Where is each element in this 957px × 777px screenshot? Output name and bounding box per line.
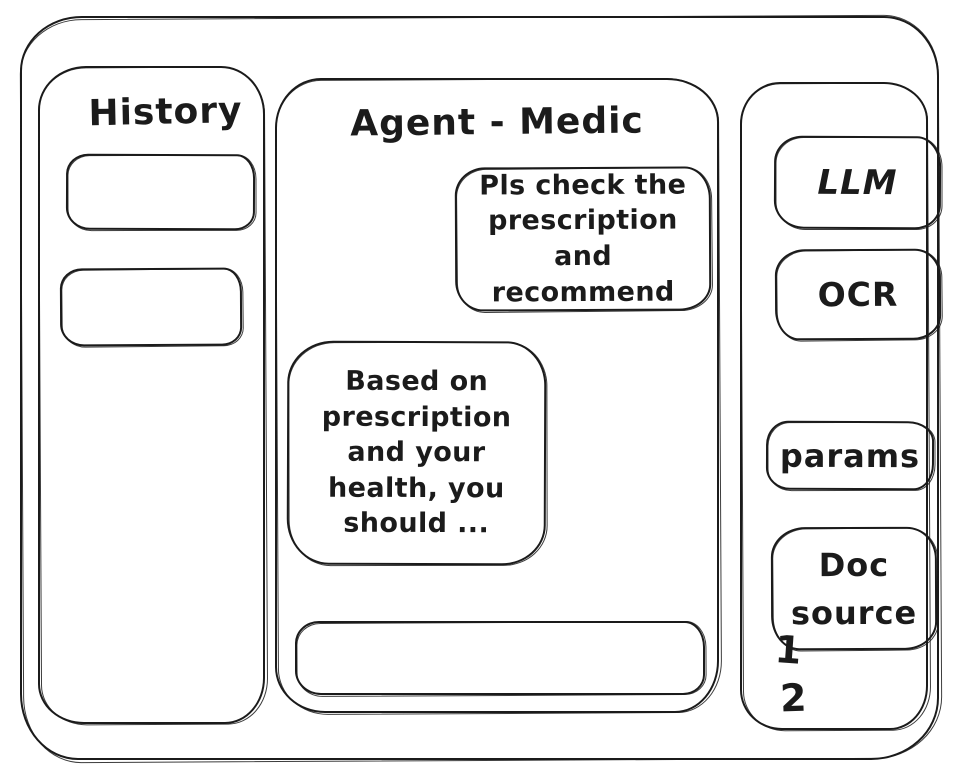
doc-source-item-2[interactable]: 2 xyxy=(779,675,808,721)
llm-button[interactable]: LLM xyxy=(773,135,942,230)
chat-title: Agent - Medic xyxy=(349,100,645,145)
history-item-1[interactable] xyxy=(65,153,256,231)
doc-source-item-1[interactable]: 1 xyxy=(773,627,803,673)
message-input-box[interactable] xyxy=(295,621,705,695)
history-item-2[interactable] xyxy=(59,267,243,347)
app-window-frame: History Agent - Medic Pls check the pres… xyxy=(20,16,942,760)
tools-panel: LLM OCR params Doc source 1 2 xyxy=(740,82,942,730)
agent-message-bubble: Based on prescription and your health, y… xyxy=(286,340,547,566)
history-panel-title: History xyxy=(88,90,243,135)
history-panel: History xyxy=(38,66,265,724)
chat-panel: Agent - Medic Pls check the prescription… xyxy=(275,78,719,713)
user-message-bubble: Pls check the prescription and recommend xyxy=(454,166,712,312)
params-button[interactable]: params xyxy=(765,420,935,491)
ocr-button[interactable]: OCR xyxy=(774,248,942,341)
message-input-field[interactable] xyxy=(307,627,693,689)
